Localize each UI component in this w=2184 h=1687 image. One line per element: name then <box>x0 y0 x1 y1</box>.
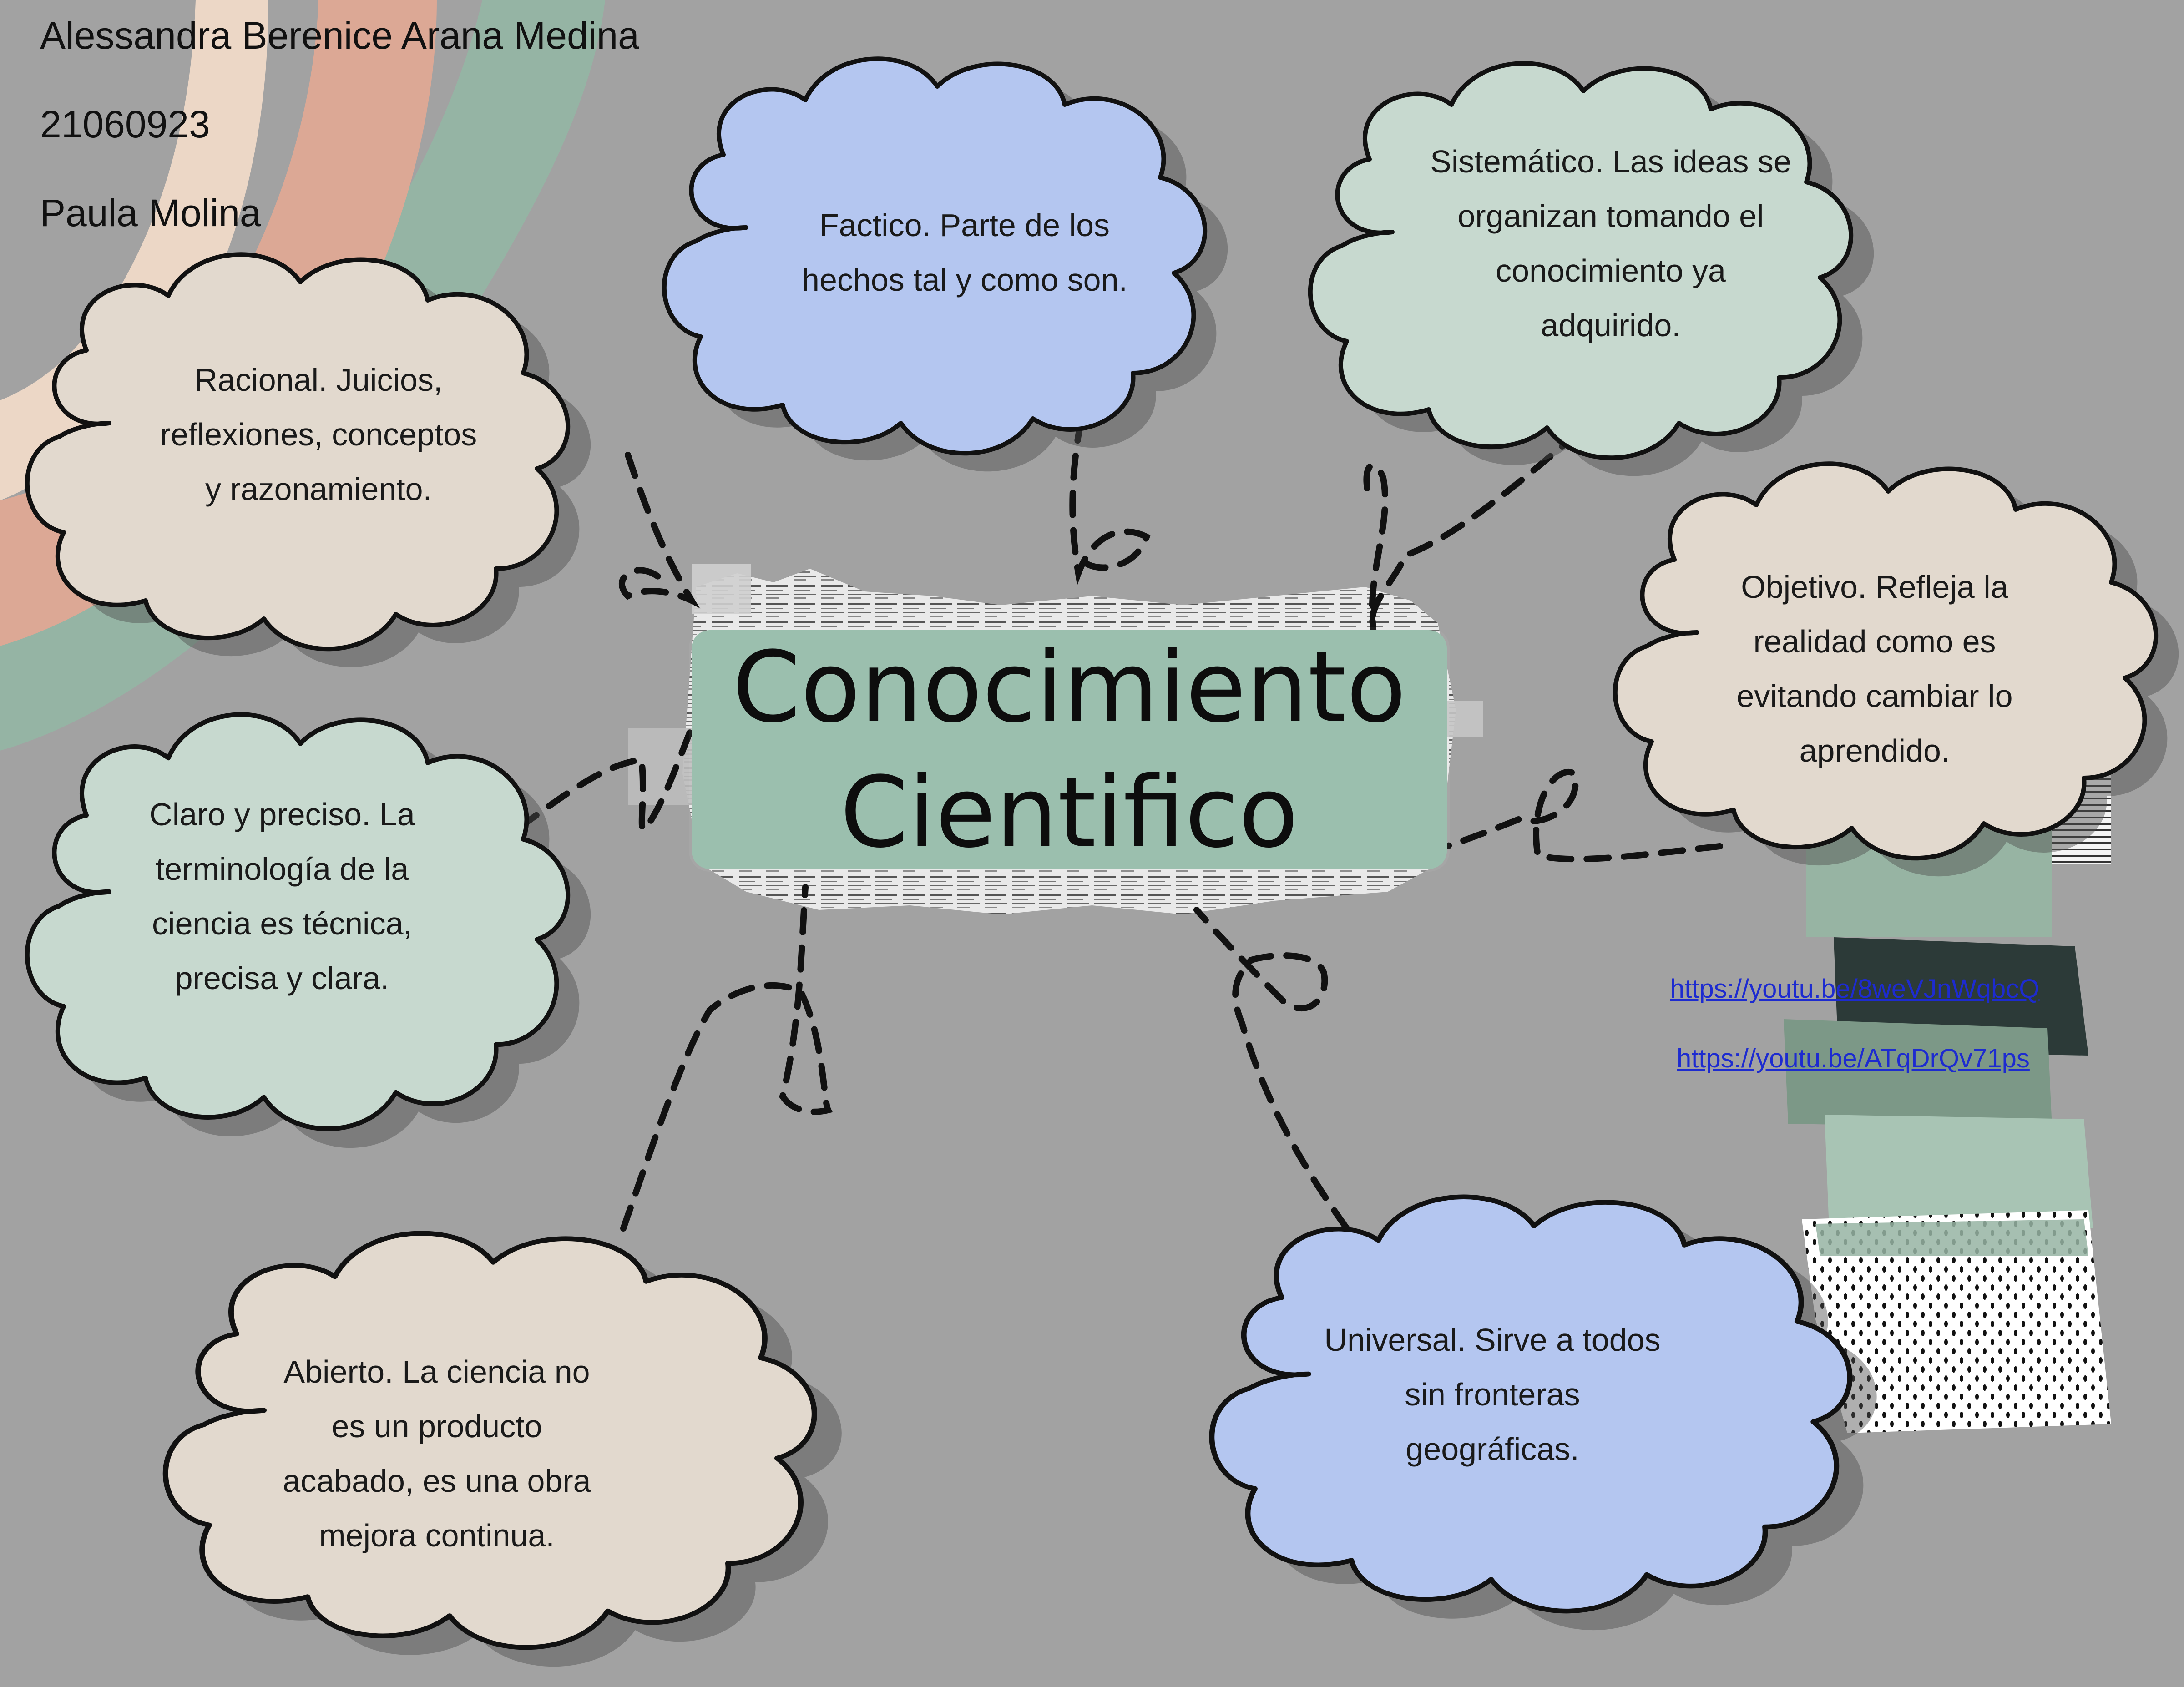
node-racional-line: Racional. Juicios, <box>194 362 443 398</box>
cloud-factico <box>662 56 1228 472</box>
central-topic-line2: Cientifico <box>840 755 1299 869</box>
student-id: 21060923 <box>40 103 210 146</box>
node-claro-line: terminología de la <box>155 851 409 887</box>
cloud-abierto <box>162 1231 842 1667</box>
node-sistematico-line: Sistemático. Las ideas se <box>1430 144 1791 179</box>
author-name: Alessandra Berenice Arana Medina <box>40 14 639 57</box>
node-abierto: Abierto. La ciencia no es un producto ac… <box>228 1344 646 1563</box>
node-claro-line: Claro y preciso. La <box>149 797 415 832</box>
cloud-sistematico <box>1308 61 1874 476</box>
node-factico-line: Factico. Parte de los <box>819 207 1110 243</box>
node-objetivo: Objetivo. Refleja la realidad como es ev… <box>1665 560 2084 778</box>
node-universal-line: sin fronteras <box>1405 1377 1580 1412</box>
node-universal: Universal. Sirve a todos sin fronteras g… <box>1283 1313 1702 1476</box>
node-factico: Factico. Parte de los hechos tal y como … <box>755 198 1174 307</box>
node-abierto-line: es un producto <box>331 1409 542 1444</box>
connector-factico <box>1069 379 1151 586</box>
node-objetivo-line: aprendido. <box>1799 733 1950 768</box>
central-topic-line1: Conocimiento <box>732 630 1406 744</box>
connector-abierto <box>620 884 833 1232</box>
central-topic: Conocimiento Cientifico <box>692 630 1447 869</box>
node-racional-line: reflexiones, conceptos <box>160 417 477 452</box>
cloud-claro <box>25 712 591 1148</box>
video-link-2[interactable]: https://youtu.be/ATqDrQv71ps <box>1677 1044 2030 1073</box>
node-sistematico-line: organizan tomando el <box>1457 198 1764 234</box>
node-sistematico-line: conocimiento ya <box>1496 253 1726 288</box>
cloud-universal <box>1209 1194 1877 1631</box>
node-universal-line: geográficas. <box>1405 1431 1579 1467</box>
connector-claro <box>516 725 695 833</box>
connector-objetivo <box>1444 769 1723 863</box>
cloud-objetivo <box>1613 461 2179 877</box>
node-racional-line: y razonamiento. <box>205 471 432 507</box>
node-objetivo-line: Objetivo. Refleja la <box>1741 569 2008 605</box>
node-abierto-line: Abierto. La ciencia no <box>283 1354 590 1389</box>
node-claro: Claro y preciso. La terminología de la c… <box>73 787 491 1005</box>
node-objetivo-line: evitando cambiar lo <box>1736 678 2013 714</box>
node-racional: Racional. Juicios, reflexiones, concepto… <box>109 353 528 516</box>
video-link-1[interactable]: https://youtu.be/8weVJnWqbcQ <box>1670 974 2040 1004</box>
node-objetivo-line: realidad como es <box>1753 624 1996 659</box>
cloud-racional <box>25 252 591 667</box>
connector-universal <box>1193 907 1350 1232</box>
teacher-name: Paula Molina <box>40 192 261 234</box>
node-abierto-line: acabado, es una obra <box>283 1463 591 1499</box>
node-abierto-line: mejora continua. <box>319 1518 555 1553</box>
node-sistematico-line: adquirido. <box>1541 308 1681 343</box>
cloud-shapes <box>25 56 2179 1667</box>
node-universal-line: Universal. Sirve a todos <box>1324 1322 1661 1358</box>
node-claro-line: precisa y clara. <box>175 960 389 996</box>
node-sistematico: Sistemático. Las ideas se organizan toma… <box>1392 134 1829 353</box>
node-claro-line: ciencia es técnica, <box>152 906 412 941</box>
node-factico-line: hechos tal y como son. <box>802 262 1127 298</box>
connector-racional <box>619 452 700 608</box>
